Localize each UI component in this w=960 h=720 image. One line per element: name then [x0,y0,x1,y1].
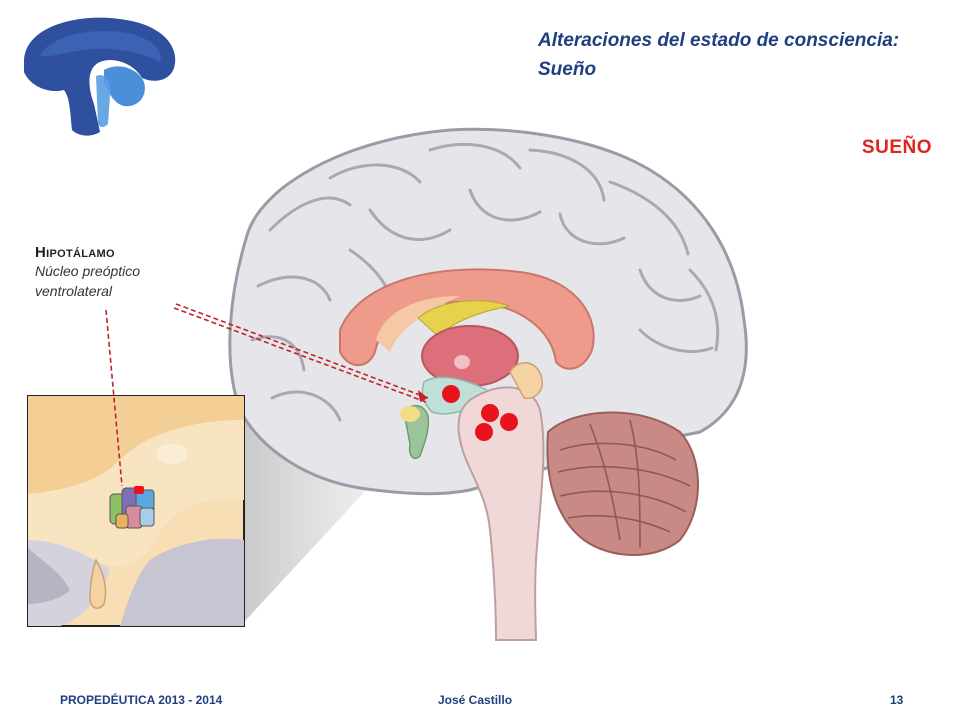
footer-author: José Castillo [438,693,513,707]
annotation-line-2: ventrolateral [35,283,113,299]
hypothalamus-annotation: Hipotálamo Núcleo preóptico ventrolatera… [35,244,215,301]
footer-page-number: 13 [890,693,904,707]
brainstem [457,386,545,641]
marker-2 [500,413,518,431]
annotation-title: Hipotálamo [35,244,115,261]
slide-title-line-2: Sueño [538,59,597,80]
section-label: SUEÑO [861,137,932,158]
thalamus [421,325,519,387]
brain-logo-icon [24,17,176,136]
footer-course: PROPEDÉUTICA 2013 - 2014 [60,693,223,707]
marker-3 [475,423,493,441]
marker-vlpo [442,385,460,403]
corpus-callosum [339,268,595,370]
annotation-line-1: Núcleo preóptico [35,263,141,279]
pointer-lines [105,303,429,487]
slide-title: Alteraciones del estado de consciencia: … [538,26,938,84]
marker-1 [481,404,499,422]
hypothalamus-inset-illustration [27,395,245,627]
cerebellum [546,411,699,556]
slide-title-line-1: Alteraciones del estado de consciencia: [538,30,900,51]
